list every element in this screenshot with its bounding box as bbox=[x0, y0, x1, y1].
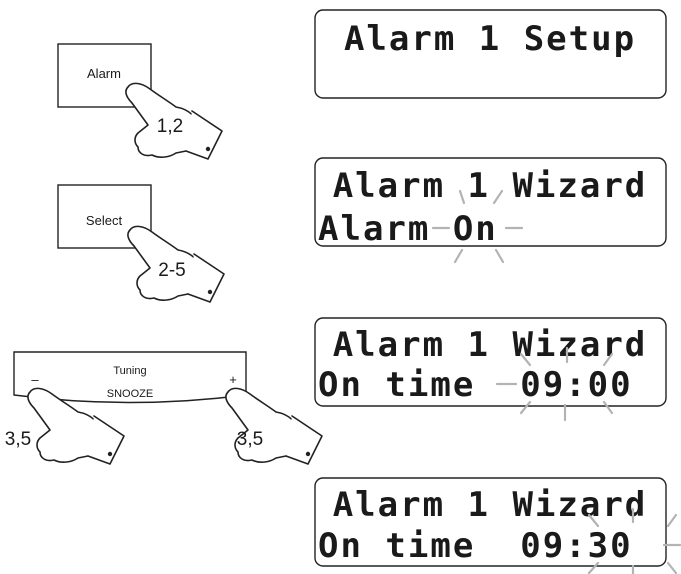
alarm-button-label: Alarm bbox=[87, 66, 121, 81]
tuning-right-step-label: 3,5 bbox=[237, 429, 263, 450]
tuning-label: Tuning bbox=[113, 365, 146, 377]
flash-rays-icon bbox=[495, 346, 614, 422]
lcd-line-1: Alarm 1 Setup bbox=[344, 19, 636, 59]
flash-rays-icon bbox=[431, 189, 524, 264]
lcd-line-1: Alarm 1 Wizard bbox=[333, 166, 648, 206]
pointing-hand-icon bbox=[225, 387, 323, 465]
pointing-hand-icon bbox=[27, 387, 125, 465]
alarm-step-label: 1,2 bbox=[157, 116, 183, 137]
flash-rays-icon bbox=[587, 507, 681, 574]
pointing-hand-icon bbox=[125, 82, 223, 160]
lcd-line-1: Alarm 1 Wizard bbox=[333, 485, 648, 525]
tuning-panel-group: Tuning SNOOZE – + 3,5 3,5 bbox=[5, 351, 323, 465]
tuning-left-step-label: 3,5 bbox=[5, 429, 31, 450]
lcd-line-2: Alarm On bbox=[318, 209, 498, 249]
lcd-display-4: Alarm 1 Wizard On time 09:30 bbox=[314, 477, 681, 574]
lcd-display-2: Alarm 1 Wizard Alarm On bbox=[314, 157, 667, 264]
snooze-label: SNOOZE bbox=[107, 388, 153, 400]
tuning-plus-button[interactable]: + bbox=[229, 372, 237, 387]
lcd-display-3: Alarm 1 Wizard On time 09:00 bbox=[314, 317, 667, 422]
tuning-minus-button[interactable]: – bbox=[31, 372, 39, 387]
alarm-button-group: Alarm 1,2 bbox=[57, 43, 223, 160]
select-button-group: Select 2-5 bbox=[57, 184, 225, 303]
pointing-hand-icon bbox=[127, 225, 225, 303]
lcd-display-1: Alarm 1 Setup bbox=[314, 9, 667, 99]
lcd-line-1: Alarm 1 Wizard bbox=[333, 325, 648, 365]
select-button-label: Select bbox=[86, 213, 123, 228]
select-step-label: 2-5 bbox=[158, 260, 185, 281]
lcd-line-2: On time 09:30 bbox=[318, 526, 633, 566]
lcd-line-2: On time 09:00 bbox=[318, 365, 633, 405]
